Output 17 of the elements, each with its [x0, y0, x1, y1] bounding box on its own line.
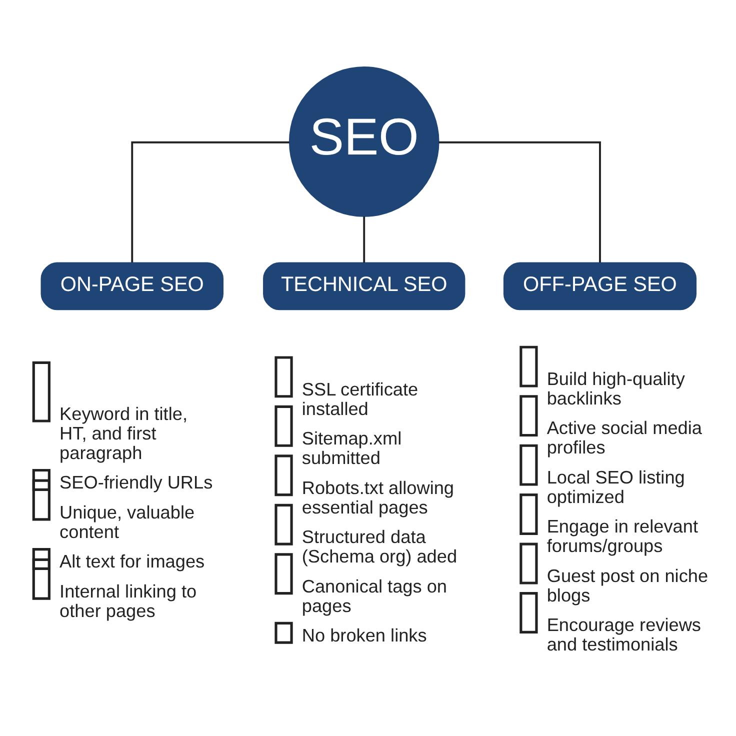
node-label: Structured data (Schema org) aded: [302, 526, 458, 566]
node-label: Internal linking to other pages: [60, 581, 197, 620]
node-label: Local SEO listing optimized: [546, 466, 685, 506]
node-label: Build high-quality backlinks: [546, 368, 685, 408]
node-label: Guest post on niche blogs: [546, 565, 708, 605]
node-label: Sitemap.xml submitted: [302, 428, 402, 468]
node-label: Engage in relevant forums/groups: [546, 516, 698, 556]
node-label: No broken links: [302, 625, 427, 646]
node-label: Robots.txt allowing essential pages: [302, 477, 454, 517]
node-label: Active social media profiles: [546, 418, 702, 458]
node-label: Keyword in title, HT, and first paragraph: [60, 403, 188, 462]
node-label: Unique, valuable content: [60, 502, 195, 542]
node-label: SEO-friendly URLs: [60, 472, 213, 492]
node-label: Encourage reviews and testimonials: [546, 614, 701, 654]
node-label: SSL certificate installed: [302, 378, 418, 418]
node-label: Canonical tags on pages: [302, 576, 448, 616]
node-label: Alt text for images: [60, 551, 205, 572]
